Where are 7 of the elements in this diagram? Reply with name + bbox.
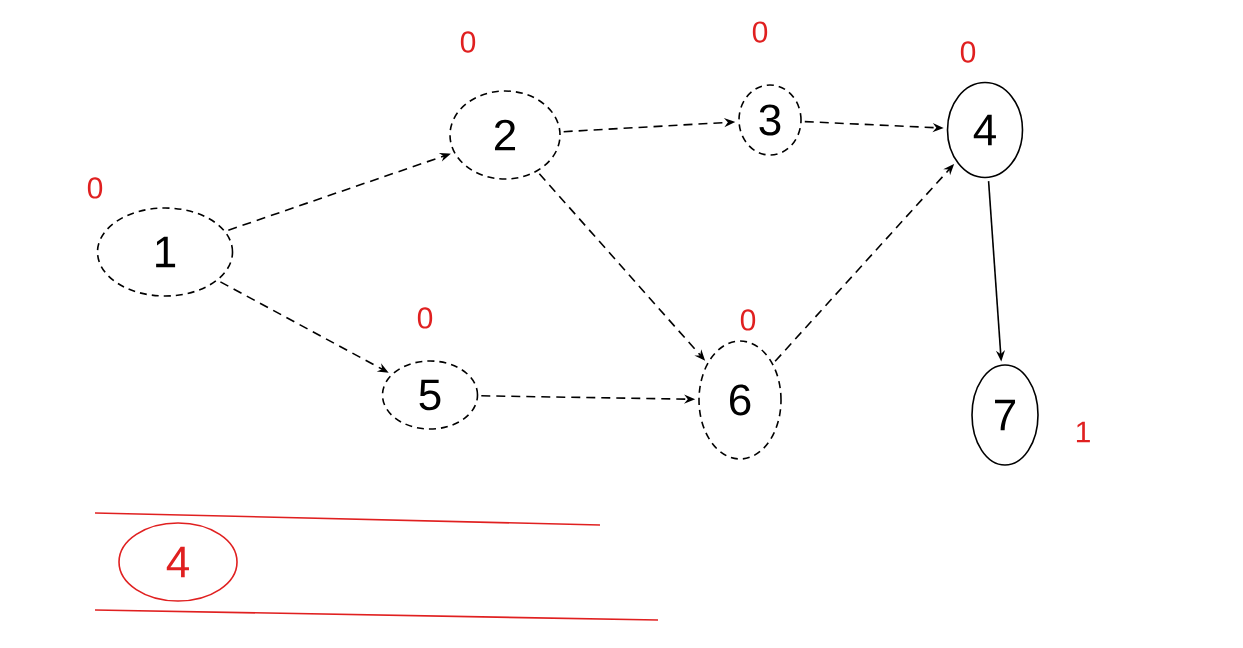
count-label: 0 [87, 177, 103, 199]
count-label: 0 [752, 21, 768, 43]
count-label: 0 [740, 309, 756, 331]
count-label: 0 [960, 41, 976, 63]
count-label: 0 [460, 31, 476, 53]
count-label: 0 [417, 307, 433, 329]
count-label: 1 [1076, 421, 1090, 443]
